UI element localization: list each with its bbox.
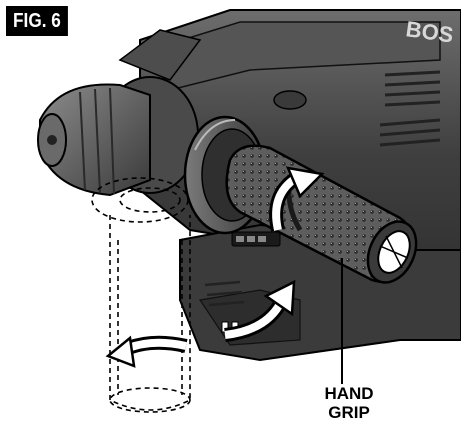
figure-label: FIG. 6: [6, 6, 68, 36]
curved-arrow-icon: [105, 335, 188, 368]
hand-grip: [225, 144, 418, 284]
battery-indicator: [231, 231, 281, 247]
callout-line-2: GRIP: [328, 403, 370, 422]
mode-selector: [273, 90, 307, 110]
vent-slots: [379, 70, 441, 147]
curved-arrow-icon: [224, 279, 296, 342]
figure-label-text: FIG. 6: [13, 9, 61, 32]
curved-arrow-icon: [269, 166, 325, 232]
drill-chuck: [37, 76, 199, 197]
hand-grip-callout: HAND GRIP: [304, 384, 394, 422]
callout-line-1: HAND: [324, 384, 374, 403]
